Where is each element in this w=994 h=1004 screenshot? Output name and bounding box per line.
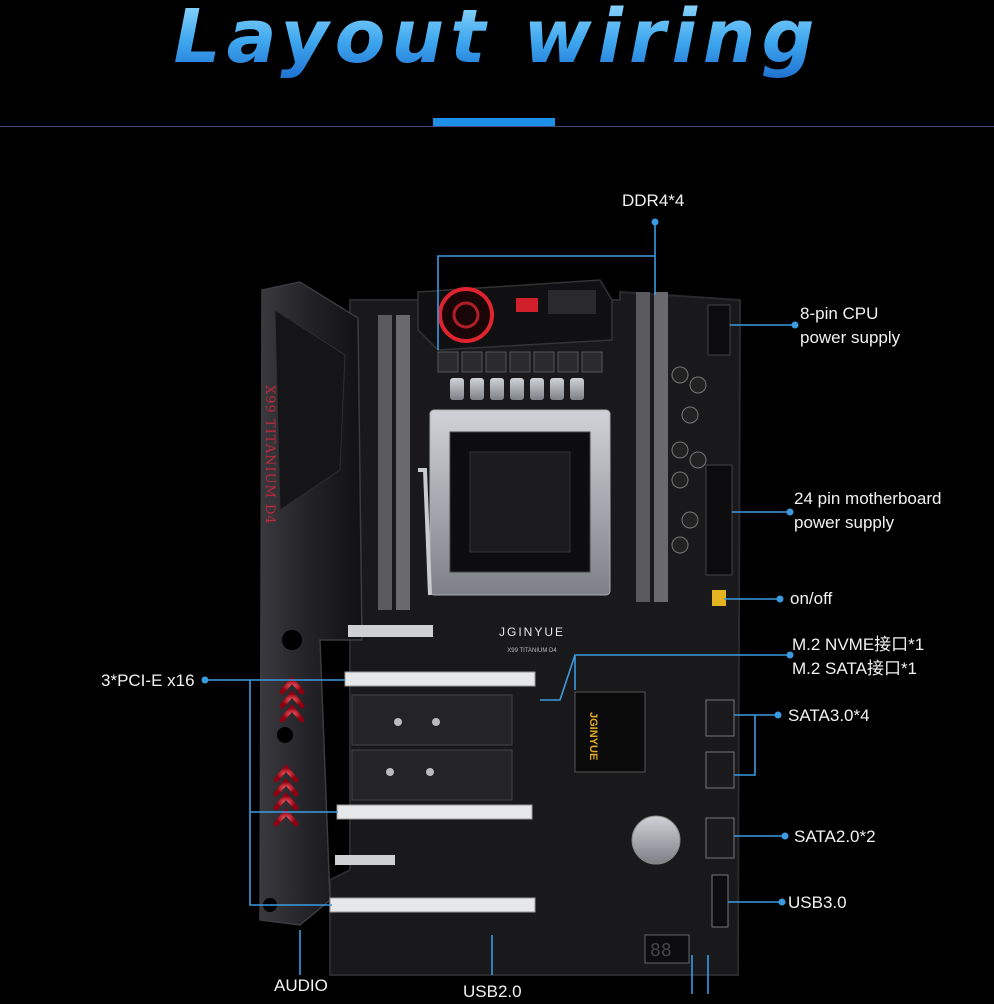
board-brand: JGINYUE bbox=[499, 625, 565, 639]
label-ddr4: DDR4*4 bbox=[622, 191, 685, 210]
label-mb-power-line1: 24 pin motherboard bbox=[794, 489, 942, 508]
dimm-slots bbox=[378, 292, 668, 610]
label-mb-power: 24 pin motherboard power supply bbox=[794, 487, 941, 535]
title-accent-bar bbox=[433, 118, 555, 126]
atx-24pin-connector bbox=[705, 464, 733, 576]
label-mb-power-line2: power supply bbox=[794, 513, 895, 532]
label-cpu-power-line2: power supply bbox=[800, 328, 901, 347]
label-audio: AUDIO bbox=[274, 976, 328, 995]
chipset bbox=[574, 691, 646, 773]
label-pcie: 3*PCI-E x16 bbox=[101, 671, 195, 690]
page-title: Layout wiring bbox=[0, 0, 994, 80]
svg-text:88: 88 bbox=[650, 940, 672, 961]
cmos-battery bbox=[631, 815, 681, 865]
cpu-power-connector bbox=[707, 304, 731, 356]
label-cpu-power: 8-pin CPU power supply bbox=[800, 302, 900, 350]
label-usb3: USB3.0 bbox=[788, 893, 847, 912]
usb3-header bbox=[711, 874, 729, 928]
label-sata2: SATA2.0*2 bbox=[794, 827, 876, 846]
sata-ports bbox=[705, 699, 735, 859]
label-m2-line1: M.2 NVME接口*1 bbox=[792, 635, 925, 654]
label-onoff: on/off bbox=[790, 589, 833, 608]
label-usb2: USB2.0 bbox=[463, 982, 522, 1001]
title-divider bbox=[0, 126, 994, 127]
label-m2-line2: M.2 SATA接口*1 bbox=[792, 659, 918, 678]
m2-slot-1 bbox=[351, 694, 513, 746]
pcie-slots bbox=[329, 625, 536, 913]
label-cpu-power-line1: 8-pin CPU bbox=[800, 304, 879, 323]
label-m2: M.2 NVME接口*1 M.2 SATA接口*1 bbox=[792, 633, 924, 681]
leader-lines bbox=[205, 222, 795, 994]
fan-badge bbox=[438, 287, 494, 343]
armor-text: X99 TITANIUM D4 bbox=[262, 385, 277, 525]
board-model: X99 TITANIUM D4 bbox=[507, 648, 557, 654]
label-sata3: SATA3.0*4 bbox=[788, 706, 870, 725]
chipset-brand: JGINYUE bbox=[587, 712, 599, 760]
